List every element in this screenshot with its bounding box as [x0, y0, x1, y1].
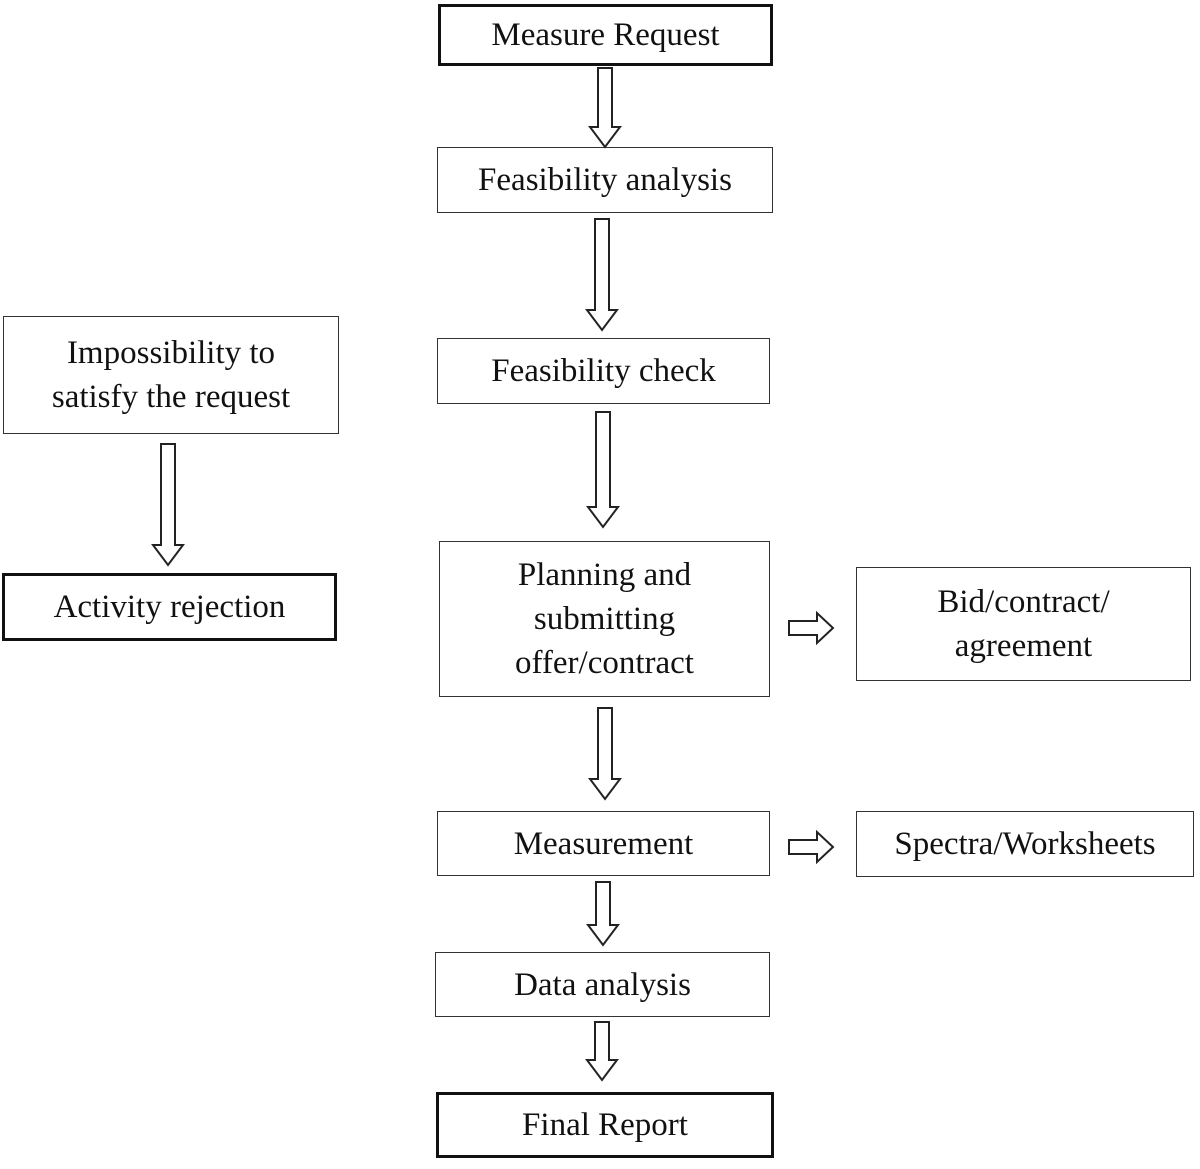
node-planning-label-line-2: submitting	[533, 601, 676, 637]
node-feasibility-analysis: Feasibility analysis	[437, 147, 773, 213]
node-bid-contract: Bid/contract/ agreement	[856, 567, 1191, 681]
arrow-feasibility-check-to-planning	[586, 411, 620, 529]
node-feasibility-check: Feasibility check	[437, 338, 770, 404]
arrow-feasibility-analysis-to-feasibility-check	[585, 218, 619, 332]
node-impossibility-label-line-2: satisfy the request	[51, 379, 291, 415]
node-spectra-worksheets-label: Spectra/Worksheets	[894, 826, 1156, 862]
node-activity-rejection: Activity rejection	[2, 573, 337, 641]
arrow-measurement-to-data-analysis	[586, 881, 620, 947]
arrow-planning-to-measurement	[588, 707, 622, 801]
node-impossibility-label-line-1: Impossibility to	[66, 335, 276, 371]
arrow-planning-to-bid-contract	[788, 610, 835, 646]
node-impossibility: Impossibility to satisfy the request	[3, 316, 339, 434]
node-spectra-worksheets: Spectra/Worksheets	[856, 811, 1194, 877]
node-data-analysis-label: Data analysis	[514, 966, 691, 1003]
node-planning: Planning and submitting offer/contract	[439, 541, 770, 697]
arrow-measurement-to-spectra	[788, 829, 835, 865]
node-measurement-label: Measurement	[513, 825, 694, 862]
node-planning-label-line-1: Planning and	[517, 557, 692, 593]
node-feasibility-analysis-label: Feasibility analysis	[478, 162, 732, 198]
node-bid-contract-label-line-2: agreement	[954, 628, 1093, 664]
arrow-measure-request-to-feasibility-analysis	[588, 67, 622, 149]
arrow-impossibility-to-activity-rejection	[151, 443, 185, 567]
node-planning-label-line-3: offer/contract	[515, 645, 694, 681]
node-final-report-label: Final Report	[522, 1107, 688, 1143]
node-data-analysis: Data analysis	[435, 952, 770, 1017]
node-measurement: Measurement	[437, 811, 770, 876]
node-activity-rejection-label: Activity rejection	[53, 589, 286, 625]
node-feasibility-check-label: Feasibility check	[491, 353, 716, 389]
arrow-data-analysis-to-final-report	[585, 1021, 619, 1082]
node-measure-request-label: Measure Request	[491, 17, 720, 53]
node-bid-contract-label-line-1: Bid/contract/	[937, 584, 1110, 620]
node-final-report: Final Report	[436, 1092, 774, 1158]
node-measure-request: Measure Request	[438, 4, 773, 66]
